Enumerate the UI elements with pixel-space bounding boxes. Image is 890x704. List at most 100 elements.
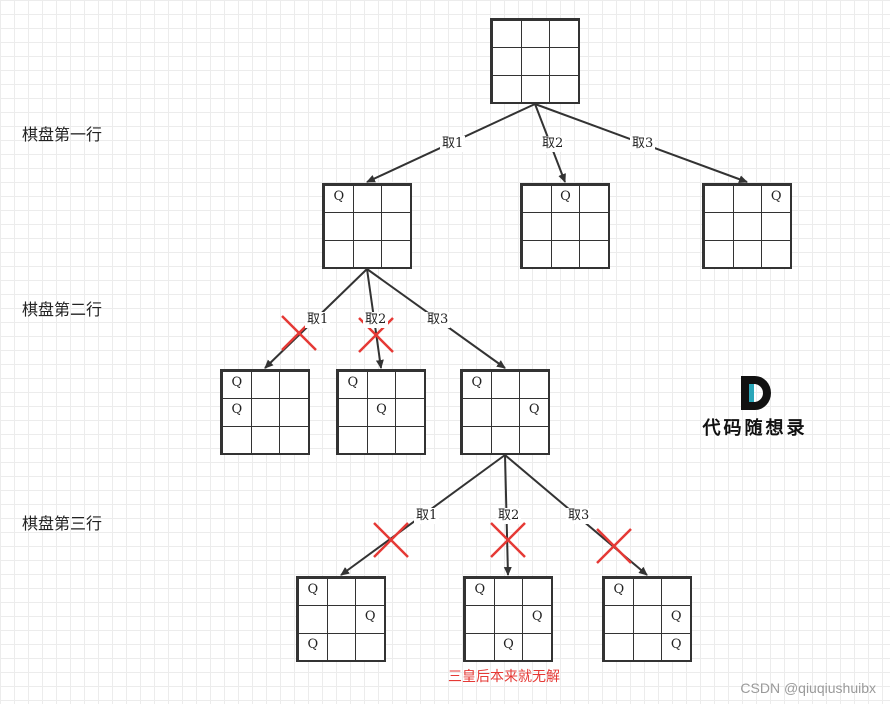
board-cell — [222, 425, 252, 454]
board-cell — [492, 20, 522, 49]
logo-text: 代码随想录 — [702, 418, 808, 439]
board-cell — [324, 239, 354, 268]
board-cell — [520, 47, 551, 76]
board-cell — [549, 20, 579, 49]
board-cell — [395, 371, 425, 400]
queen-cell: Q — [298, 632, 328, 661]
board-cell — [352, 185, 383, 214]
edge-label: 取2 — [496, 508, 522, 524]
board-cell — [761, 239, 791, 268]
board-cell — [520, 74, 551, 103]
board-l1-take1: Q — [322, 183, 412, 269]
queen-cell: Q — [761, 185, 791, 214]
board-cell — [732, 239, 763, 268]
board-cell — [279, 398, 309, 427]
board-cell — [381, 212, 411, 241]
board-cell — [352, 212, 383, 241]
board-cell — [704, 212, 734, 241]
board-cell — [522, 239, 552, 268]
queen-cell: Q — [462, 371, 492, 400]
queen-cell: Q — [493, 632, 524, 661]
board-cell — [492, 47, 522, 76]
queen-cell: Q — [465, 578, 495, 607]
queen-cell: Q — [355, 605, 385, 634]
logo-d-icon — [741, 376, 771, 410]
board-cell — [462, 398, 492, 427]
board-cell — [519, 371, 549, 400]
row-label-second: 棋盘第二行 — [22, 300, 103, 319]
board-cell — [355, 578, 385, 607]
board-cell — [493, 578, 524, 607]
board-cell — [490, 371, 521, 400]
queen-cell: Q — [222, 398, 252, 427]
board-cell — [250, 371, 281, 400]
board-cell — [326, 605, 357, 634]
board-cell — [732, 185, 763, 214]
edge-label: 取1 — [440, 136, 466, 152]
board-cell — [550, 239, 581, 268]
board-cell — [250, 425, 281, 454]
board-cell — [395, 398, 425, 427]
edge-label: 取3 — [630, 136, 656, 152]
board-cell — [579, 212, 609, 241]
board-cell — [355, 632, 385, 661]
board-cell — [250, 398, 281, 427]
board-cell — [352, 239, 383, 268]
edge-label: 取2 — [363, 312, 389, 328]
board-cell — [279, 371, 309, 400]
board-cell — [522, 212, 552, 241]
logo: 代码随想录 — [694, 376, 816, 439]
queen-cell: Q — [519, 398, 549, 427]
board-cell — [579, 185, 609, 214]
board-cell — [493, 605, 524, 634]
board-cell — [632, 632, 663, 661]
board-cell — [465, 605, 495, 634]
no-solution-note: 三皇后本来就无解 — [448, 669, 560, 685]
board-cell — [522, 578, 552, 607]
board-cell — [704, 239, 734, 268]
pruned-cross-icon — [490, 522, 526, 558]
board-cell — [279, 425, 309, 454]
board-cell — [366, 425, 397, 454]
board-cell — [761, 212, 791, 241]
board-cell — [381, 185, 411, 214]
board-cell — [604, 605, 634, 634]
board-cell — [326, 578, 357, 607]
board-cell — [338, 398, 368, 427]
board-root — [490, 18, 580, 104]
board-cell — [549, 74, 579, 103]
edge-label: 取3 — [425, 312, 451, 328]
row-label-first: 棋盘第一行 — [22, 125, 103, 144]
board-cell — [661, 578, 691, 607]
queen-cell: Q — [366, 398, 397, 427]
board-cell — [492, 74, 522, 103]
board-cell — [490, 425, 521, 454]
board-cell — [462, 425, 492, 454]
board-cell — [732, 212, 763, 241]
queen-cell: Q — [324, 185, 354, 214]
queen-cell: Q — [298, 578, 328, 607]
board-cell — [519, 425, 549, 454]
watermark: CSDN @qiuqiushuibx — [740, 680, 876, 696]
edge-label: 取3 — [566, 508, 592, 524]
board-cell — [520, 20, 551, 49]
board-cell — [465, 632, 495, 661]
board-cell — [338, 425, 368, 454]
board-cell — [366, 371, 397, 400]
pruned-cross-icon — [596, 528, 632, 564]
board-cell — [522, 185, 552, 214]
edge-label: 取1 — [414, 508, 440, 524]
queen-cell: Q — [222, 371, 252, 400]
board-l1-take2: Q — [520, 183, 610, 269]
row-label-third: 棋盘第三行 — [22, 514, 103, 533]
queen-cell: Q — [661, 632, 691, 661]
queen-cell: Q — [338, 371, 368, 400]
board-cell — [324, 212, 354, 241]
board-cell — [579, 239, 609, 268]
